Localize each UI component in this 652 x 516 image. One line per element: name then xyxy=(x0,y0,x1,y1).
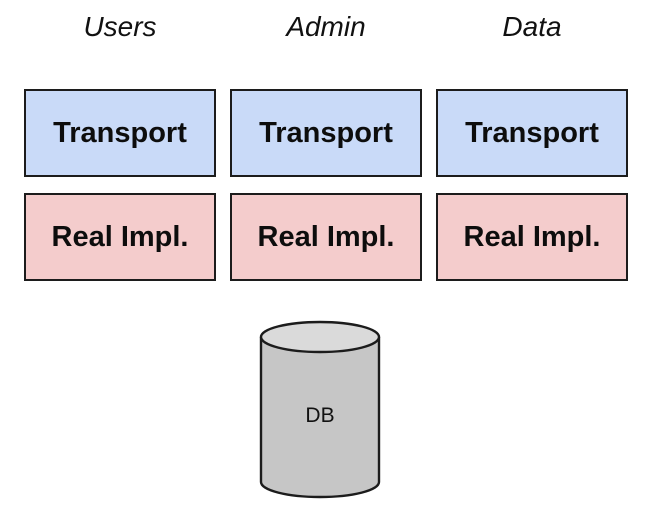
column-header-data: Data xyxy=(502,11,562,42)
transport-label: Transport xyxy=(259,116,393,149)
database-label: DB xyxy=(305,404,335,427)
real-impl-box-data: Real Impl. xyxy=(436,193,628,281)
real-impl-label: Real Impl. xyxy=(257,220,395,253)
column-header-users: Users xyxy=(83,11,157,42)
transport-box-data: Transport xyxy=(436,89,628,177)
database-cylinder-icon xyxy=(259,320,381,499)
service-columns: Users Transport Real Impl. Admin Transpo… xyxy=(24,0,628,281)
database-cylinder: DB xyxy=(258,320,382,500)
real-impl-label: Real Impl. xyxy=(463,220,601,253)
transport-label: Transport xyxy=(53,116,187,149)
column-admin: Admin Transport Real Impl. xyxy=(230,0,422,281)
transport-box-admin: Transport xyxy=(230,89,422,177)
real-impl-label: Real Impl. xyxy=(51,220,189,253)
transport-label: Transport xyxy=(465,116,599,149)
column-data: Data Transport Real Impl. xyxy=(436,0,628,281)
real-impl-box-users: Real Impl. xyxy=(24,193,216,281)
column-users: Users Transport Real Impl. xyxy=(24,0,216,281)
column-header-admin: Admin xyxy=(286,11,366,42)
transport-box-users: Transport xyxy=(24,89,216,177)
real-impl-box-admin: Real Impl. xyxy=(230,193,422,281)
